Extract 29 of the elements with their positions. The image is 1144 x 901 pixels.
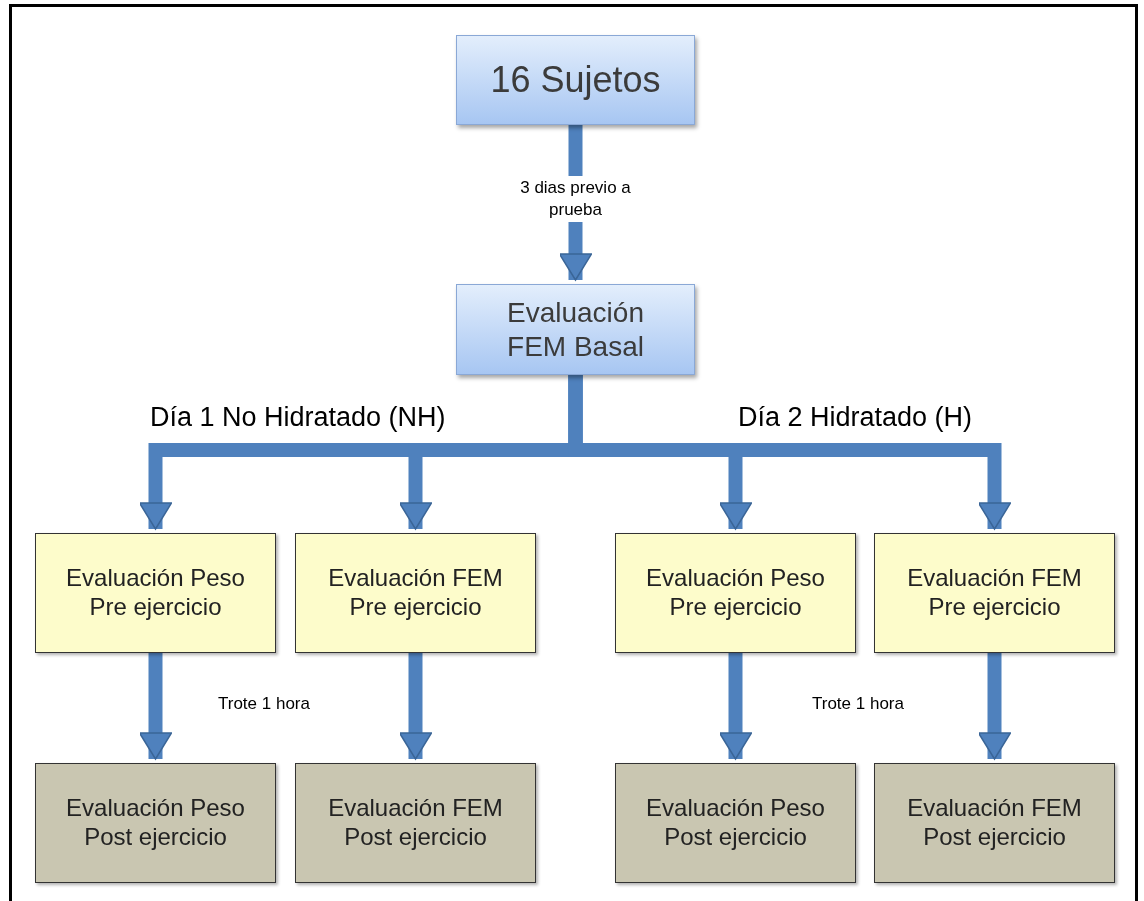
pre-exercise-box	[295, 533, 536, 653]
process-box	[456, 284, 695, 375]
pre-exercise-box	[615, 533, 856, 653]
block-arrow	[138, 653, 173, 760]
box-text: Evaluación FEM Post ejercicio	[906, 794, 1083, 852]
box-text: Evaluación Peso Post ejercicio	[65, 794, 246, 852]
group-heading: Día 2 Hidratado (H)	[738, 402, 973, 433]
group-heading: Día 1 No Hidratado (NH)	[150, 402, 446, 433]
box-text: Evaluación FEM Pre ejercicio	[906, 564, 1083, 622]
pre-exercise-box	[35, 533, 276, 653]
post-exercise-box	[35, 763, 276, 883]
box-text: Evaluación Peso Pre ejercicio	[65, 564, 246, 622]
post-exercise-box	[874, 763, 1115, 883]
box-text: Evaluación FEM Basal	[506, 295, 645, 364]
box-text: Evaluación FEM Post ejercicio	[327, 794, 504, 852]
block-arrow	[718, 653, 753, 760]
process-box	[456, 35, 695, 125]
box-text: 16 Sujetos	[490, 58, 661, 102]
box-text: Evaluación Peso Post ejercicio	[645, 794, 826, 852]
pre-exercise-box	[874, 533, 1115, 653]
box-text: Evaluación Peso Pre ejercicio	[645, 564, 826, 622]
step-note: Trote 1 hora	[812, 694, 904, 714]
block-arrow	[398, 653, 433, 760]
block-arrow	[977, 653, 1012, 760]
step-note: Trote 1 hora	[218, 694, 310, 714]
post-exercise-box	[295, 763, 536, 883]
block-arrow	[568, 375, 1012, 530]
post-exercise-box	[615, 763, 856, 883]
box-text: Evaluación FEM Pre ejercicio	[327, 564, 504, 622]
